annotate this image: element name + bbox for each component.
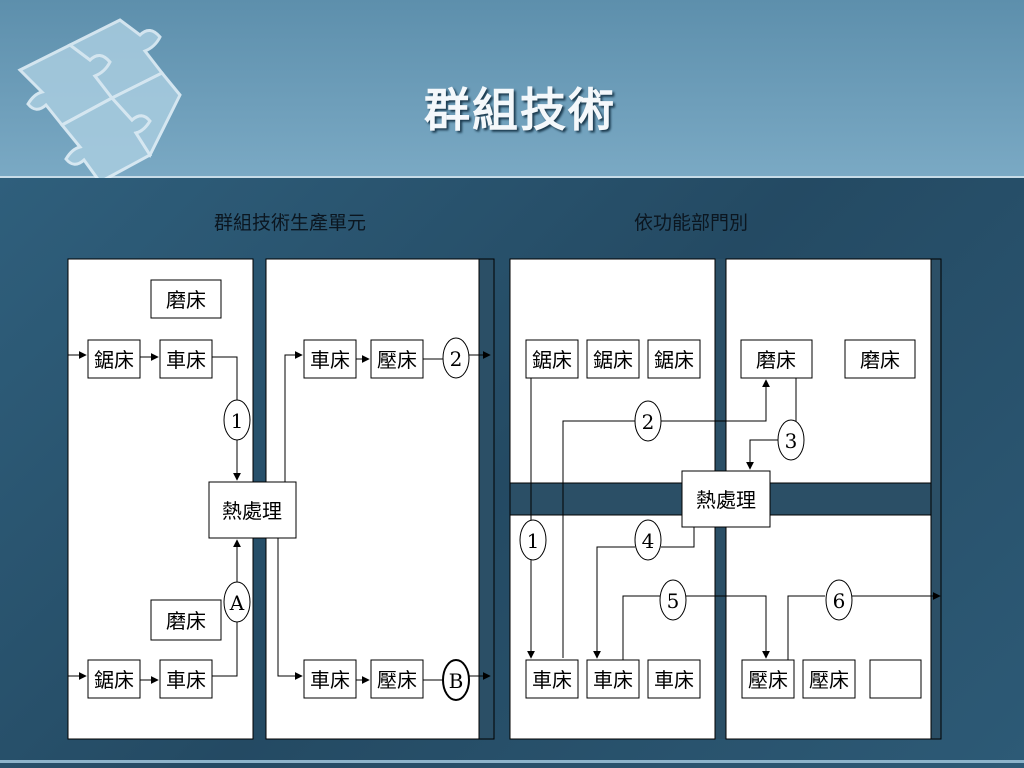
svg-text:鋸床: 鋸床 xyxy=(94,348,134,372)
machine-heat-treatment: 熱處理 xyxy=(681,470,771,528)
func-dept-lathe xyxy=(509,514,716,740)
right-flow-lines xyxy=(527,378,941,660)
svg-text:1: 1 xyxy=(527,529,540,553)
svg-text:車床: 車床 xyxy=(166,348,206,372)
machine-lathe: 車床 xyxy=(159,659,213,699)
bottom-rule xyxy=(0,760,1024,763)
svg-text:車床: 車床 xyxy=(166,668,206,692)
flow-marker-b: B xyxy=(442,659,470,701)
svg-text:磨床: 磨床 xyxy=(166,609,206,633)
machine-press: 壓床 xyxy=(802,659,856,699)
svg-text:車床: 車床 xyxy=(654,668,694,692)
svg-text:磨床: 磨床 xyxy=(860,348,900,372)
svg-text:壓床: 壓床 xyxy=(809,668,849,692)
svg-text:6: 6 xyxy=(833,589,846,613)
flow-marker-5: 5 xyxy=(659,579,687,621)
svg-text:磨床: 磨床 xyxy=(166,288,206,312)
machine-lathe: 車床 xyxy=(303,339,357,379)
machine-lathe: 車床 xyxy=(586,659,640,699)
machine-lathe: 車床 xyxy=(647,659,701,699)
gt-divider-strip xyxy=(478,258,495,740)
svg-text:鋸床: 鋸床 xyxy=(94,668,134,692)
svg-text:2: 2 xyxy=(642,410,655,434)
svg-text:2: 2 xyxy=(450,347,463,371)
svg-text:1: 1 xyxy=(231,409,244,433)
empty-machine-slot xyxy=(869,659,922,699)
puzzle-icon xyxy=(17,18,182,184)
svg-text:壓床: 壓床 xyxy=(748,668,788,692)
flow-marker-1: 1 xyxy=(519,519,547,561)
machine-grinder: 磨床 xyxy=(150,279,222,319)
svg-text:B: B xyxy=(449,669,464,693)
svg-text:壓床: 壓床 xyxy=(377,668,417,692)
func-dept-press xyxy=(725,514,932,740)
svg-text:A: A xyxy=(229,591,245,615)
flow-marker-a: A xyxy=(223,581,251,623)
svg-text:車床: 車床 xyxy=(310,348,350,372)
flow-marker-1: 1 xyxy=(223,399,251,441)
machine-lathe: 車床 xyxy=(159,339,213,379)
svg-text:車床: 車床 xyxy=(310,668,350,692)
slide-title: 群組技術 xyxy=(424,83,616,137)
machine-grinder: 磨床 xyxy=(150,599,222,641)
flow-marker-4: 4 xyxy=(634,519,662,561)
svg-text:鋸床: 鋸床 xyxy=(593,348,633,372)
svg-text:5: 5 xyxy=(667,589,680,613)
machine-saw: 鋸床 xyxy=(586,339,640,379)
machine-saw: 鋸床 xyxy=(647,339,701,379)
machine-saw: 鋸床 xyxy=(87,659,141,699)
svg-text:鋸床: 鋸床 xyxy=(532,348,572,372)
machine-saw: 鋸床 xyxy=(525,339,579,379)
svg-text:鋸床: 鋸床 xyxy=(654,348,694,372)
left-flow-lines xyxy=(68,351,491,684)
machine-grinder: 磨床 xyxy=(844,339,916,379)
flow-marker-2: 2 xyxy=(442,337,470,379)
flow-marker-6: 6 xyxy=(825,579,853,621)
machine-press: 壓床 xyxy=(370,659,424,699)
func-right-strip xyxy=(930,258,942,740)
machine-lathe: 車床 xyxy=(303,659,357,699)
gt-panel-2 xyxy=(265,258,480,740)
machine-press: 壓床 xyxy=(370,339,424,379)
svg-text:車床: 車床 xyxy=(593,668,633,692)
machine-saw: 鋸床 xyxy=(87,339,141,379)
flow-marker-3: 3 xyxy=(777,419,805,461)
slide-header: 群組技術 xyxy=(0,0,1024,184)
svg-text:熱處理: 熱處理 xyxy=(222,499,282,523)
right-section-label: 依功能部門別 xyxy=(634,212,749,234)
left-section-label: 群組技術生產單元 xyxy=(214,212,367,234)
svg-text:壓床: 壓床 xyxy=(377,348,417,372)
svg-text:磨床: 磨床 xyxy=(756,348,796,372)
machine-grinder: 磨床 xyxy=(740,339,813,379)
flow-marker-2: 2 xyxy=(634,400,662,442)
svg-text:熱處理: 熱處理 xyxy=(696,488,756,512)
svg-text:4: 4 xyxy=(642,529,655,553)
machine-press: 壓床 xyxy=(741,659,795,699)
machine-heat-treatment: 熱處理 xyxy=(208,481,297,539)
svg-text:車床: 車床 xyxy=(532,668,572,692)
svg-text:3: 3 xyxy=(785,429,798,453)
machine-lathe: 車床 xyxy=(525,659,579,699)
